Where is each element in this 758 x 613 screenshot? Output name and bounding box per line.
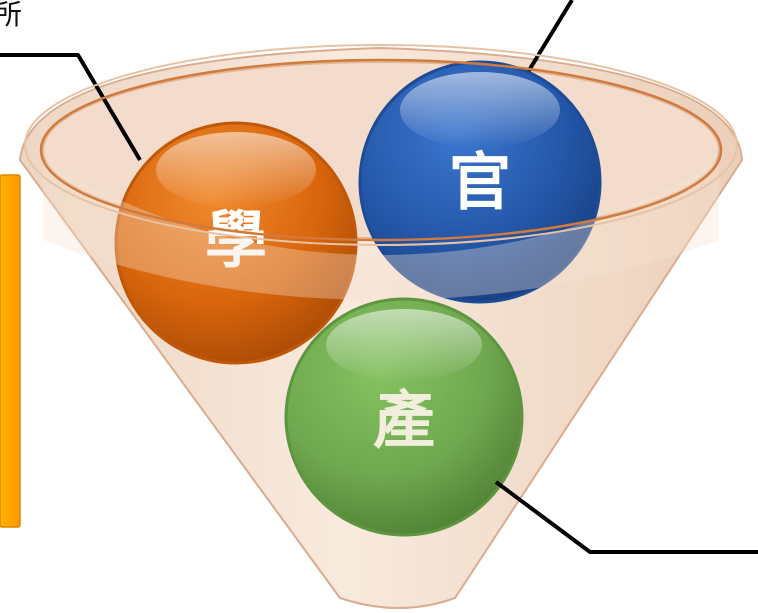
connector-government [526, 0, 574, 74]
funnel-front-overlay [43, 160, 719, 300]
funnel-rim-outer [24, 44, 738, 246]
industry-circle: 產 [284, 297, 524, 537]
corner-text: 所 [0, 0, 22, 31]
government-label: 官 [449, 146, 511, 219]
connector-industry [494, 480, 758, 554]
side-box [0, 174, 21, 528]
industry-label: 產 [373, 384, 435, 457]
academia-circle: 學 [114, 121, 358, 365]
academia-label: 學 [205, 204, 267, 277]
funnel-rim-front [39, 58, 723, 242]
government-circle: 官 [358, 60, 602, 304]
connector-academia [0, 53, 142, 162]
